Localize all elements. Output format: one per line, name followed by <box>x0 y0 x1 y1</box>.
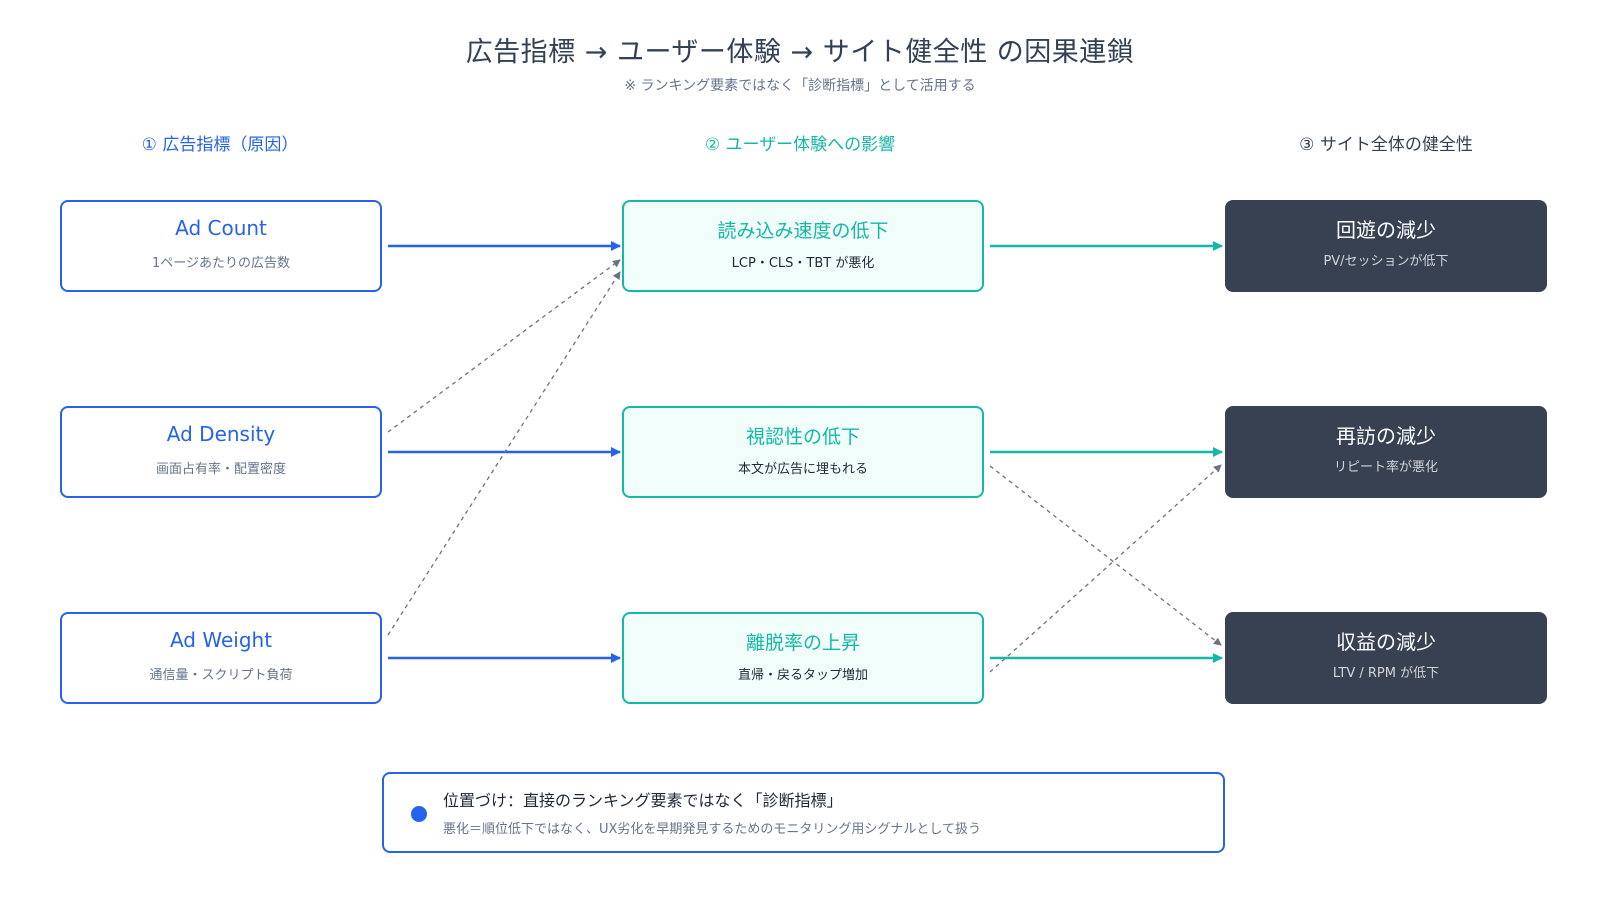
node-subtitle: 本文が広告に埋もれる <box>737 462 868 477</box>
node-title: 読み込み速度の低下 <box>717 220 889 242</box>
node-subtitle: LTV / RPM が低下 <box>1332 666 1440 681</box>
node-title: Ad Density <box>166 422 276 446</box>
node-subtitle: リピート率が悪化 <box>1333 460 1438 475</box>
column-header-health: ③ サイト全体の健全性 <box>1299 135 1473 155</box>
node-subtitle: 画面占有率・配置密度 <box>155 462 286 477</box>
diagram-subtitle: ※ ランキング要素ではなく「診断指標」として活用する <box>624 78 976 94</box>
column-header-ux: ② ユーザー体験への影響 <box>704 135 896 155</box>
node-title: 再訪の減少 <box>1336 424 1436 448</box>
bullet-dot-icon <box>411 806 427 822</box>
node-revenue: 収益の減少 LTV / RPM が低下 <box>1225 612 1547 704</box>
node-ad-density: Ad Density 画面占有率・配置密度 <box>60 406 382 498</box>
node-subtitle: 直帰・戻るタップ増加 <box>737 668 868 683</box>
dashed-bounce-to-revisit <box>989 464 1222 673</box>
node-visibility: 視認性の低下 本文が広告に埋もれる <box>622 406 984 498</box>
diagram-title: 広告指標 → ユーザー体験 → サイト健全性 の因果連鎖 <box>465 37 1135 68</box>
node-title: Ad Weight <box>169 628 273 652</box>
node-title: 回遊の減少 <box>1336 218 1436 242</box>
node-title: Ad Count <box>175 216 267 240</box>
node-subtitle: PV/セッションが低下 <box>1323 254 1449 269</box>
node-title: 収益の減少 <box>1336 630 1436 654</box>
node-title: 離脱率の上昇 <box>745 632 860 654</box>
dashed-adweight-to-speed <box>387 271 621 636</box>
node-subtitle: 通信量・スクリプト負荷 <box>149 668 293 683</box>
node-subtitle: LCP・CLS・TBT が悪化 <box>731 256 875 271</box>
dashed-visibility-to-revenue <box>989 465 1222 646</box>
column-header-causes: ① 広告指標（原因） <box>141 135 299 155</box>
node-revisit: 再訪の減少 リピート率が悪化 <box>1225 406 1547 498</box>
note-title: 位置づけ：直接のランキング要素ではなく「診断指標」 <box>443 791 843 810</box>
dashed-addensity-to-speed <box>387 259 621 433</box>
positioning-note: 位置づけ：直接のランキング要素ではなく「診断指標」 悪化＝順位低下ではなく、UX… <box>382 772 1225 853</box>
note-body: 悪化＝順位低下ではなく、UX劣化を早期発見するためのモニタリング用シグナルとして… <box>443 822 982 837</box>
node-circulation: 回遊の減少 PV/セッションが低下 <box>1225 200 1547 292</box>
node-subtitle: 1ページあたりの広告数 <box>151 256 290 271</box>
node-bounce-rate: 離脱率の上昇 直帰・戻るタップ増加 <box>622 612 984 704</box>
node-load-speed: 読み込み速度の低下 LCP・CLS・TBT が悪化 <box>622 200 984 292</box>
node-ad-weight: Ad Weight 通信量・スクリプト負荷 <box>60 612 382 704</box>
node-ad-count: Ad Count 1ページあたりの広告数 <box>60 200 382 292</box>
node-title: 視認性の低下 <box>745 426 860 448</box>
